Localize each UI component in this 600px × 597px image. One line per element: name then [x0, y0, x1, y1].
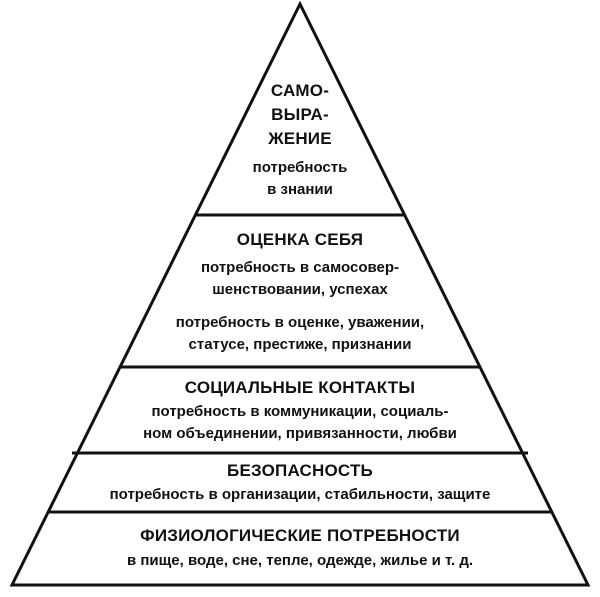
- level-2-sub-line-3: потребность в оценке, уважении,: [175, 314, 425, 331]
- level-2-sub-line-2: шенствовании, успехах: [212, 281, 388, 298]
- level-3-sub-line-1: потребность в коммуникации, социаль-: [151, 403, 449, 420]
- level-4-heading: БЕЗОПАСНОСТЬ: [227, 461, 373, 480]
- level-2-heading: ОЦЕНКА СЕБЯ: [236, 230, 364, 249]
- level-1-heading-line-1: САМО-: [270, 81, 330, 100]
- level-1-heading-line-2: ВЫРА-: [271, 105, 329, 124]
- level-1-heading-line-3: ЖЕНИЕ: [268, 129, 332, 148]
- level-2-sub-line-4: статусе, престиже, признании: [188, 336, 412, 353]
- level-5-heading: ФИЗИОЛОГИЧЕСКИЕ ПОТРЕБНОСТИ: [140, 526, 460, 545]
- level-5-sub-line-1: в пище, воде, сне, тепле, одежде, жилье …: [126, 552, 474, 569]
- pyramid-triangle: [9, 0, 591, 587]
- level-2-sub-line-1: потребность в самосовер-: [200, 259, 400, 276]
- level-3-heading: СОЦИАЛЬНЫЕ КОНТАКТЫ: [184, 378, 416, 397]
- level-3-sub-line-2: ном объединении, привязанности, любви: [143, 425, 457, 442]
- level-4-sub-line-1: потребность в организации, стабильности,…: [109, 486, 491, 503]
- level-1-sub-line-1: потребность: [252, 159, 348, 176]
- level-1-sub-line-2: в знании: [267, 181, 333, 198]
